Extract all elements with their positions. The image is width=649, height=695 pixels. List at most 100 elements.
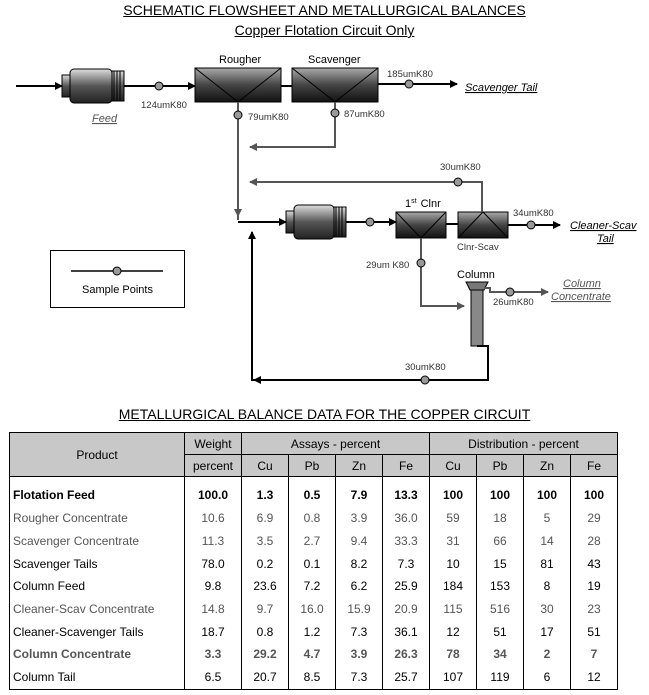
header-dist-fe: Fe — [569, 454, 619, 477]
row-value: 17 — [523, 620, 571, 644]
scavenger-tail-label: Scavenger Tail — [465, 82, 538, 94]
row-value: 100 — [476, 476, 524, 507]
sample-point-feed — [154, 81, 164, 91]
header-dist-zn: Zn — [523, 454, 571, 477]
sample-label-scav-tail: 185umK80 — [387, 69, 433, 80]
row-value: 30 — [523, 597, 571, 621]
scav-conc-line — [249, 102, 336, 151]
row-value: 78 — [429, 643, 477, 666]
row-value: 6.9 — [241, 507, 289, 530]
cleaner-cell — [395, 211, 447, 239]
header-assay-cu: Cu — [241, 454, 289, 477]
row-value: 36.0 — [382, 507, 430, 530]
row-value: 7.3 — [335, 620, 383, 644]
rougher-label: Rougher — [219, 54, 262, 66]
header-weight: Weight — [184, 432, 242, 455]
header-dist-pb: Pb — [476, 454, 524, 477]
row-value: 7 — [569, 643, 619, 666]
column-tail-line — [253, 345, 489, 384]
row-value: 7.9 — [335, 476, 383, 507]
row-value: 8.5 — [288, 665, 336, 690]
row-product: Cleaner-Scav Concentrate — [9, 597, 185, 621]
row-value: 1.2 — [288, 620, 336, 644]
row-value: 36.1 — [382, 620, 430, 644]
row-value: 34 — [476, 643, 524, 666]
row-value: 15.9 — [335, 597, 383, 621]
table-title: METALLURGICAL BALANCE DATA FOR THE COPPE… — [118, 406, 531, 422]
row-value: 9.4 — [335, 529, 383, 553]
sample-label-recycle-top: 30umK80 — [440, 162, 481, 173]
row-product: Column Feed — [9, 575, 185, 598]
row-value: 6.2 — [335, 575, 383, 598]
row-value: 8.2 — [335, 552, 383, 576]
header-distribution: Distribution - percent — [428, 432, 619, 455]
row-value: 0.1 — [288, 552, 336, 576]
row-value: 2 — [523, 643, 571, 666]
row-value: 18 — [476, 507, 524, 530]
row-value: 100 — [569, 476, 619, 507]
row-value: 7.3 — [335, 665, 383, 690]
row-value: 119 — [476, 665, 524, 690]
row-value: 23.6 — [241, 575, 289, 598]
row-value: 115 — [429, 597, 477, 621]
row-value: 51 — [569, 620, 619, 644]
row-value: 0.8 — [241, 620, 289, 644]
row-product: Cleaner-Scavenger Tails — [9, 620, 185, 644]
row-value: 8 — [523, 575, 571, 598]
row-value: 59 — [429, 507, 477, 530]
sample-label-column-tail: 30umK80 — [405, 362, 446, 373]
clnr-scav-cell — [457, 205, 509, 239]
row-value: 3.9 — [335, 507, 383, 530]
row-value: 78.0 — [184, 552, 242, 576]
sample-label-clnr-scav-tail: 34umK80 — [513, 208, 554, 219]
recycle-top-line — [249, 178, 483, 205]
row-product: Scavenger Tails — [9, 552, 185, 576]
sample-label-cleaner-conc: 29um K80 — [366, 260, 409, 271]
cleaner-scav-tail-label-2: Tail — [597, 233, 614, 245]
column-label: Column — [457, 269, 495, 281]
row-value: 10.6 — [184, 507, 242, 530]
balance-table: Product Weight Assays - percent Distribu… — [9, 432, 619, 690]
row-value: 9.7 — [241, 597, 289, 621]
row-value: 13.3 — [382, 476, 430, 507]
scavenger-cell — [291, 67, 379, 103]
row-value: 19 — [569, 575, 619, 598]
sample-point-scav-tail — [404, 79, 414, 89]
row-value: 184 — [429, 575, 477, 598]
row-value: 2.7 — [288, 529, 336, 553]
row-value: 9.8 — [184, 575, 242, 598]
row-value: 3.9 — [335, 643, 383, 666]
sample-label-feed: 124umK80 — [141, 100, 187, 111]
row-value: 7.3 — [382, 552, 430, 576]
sample-point-cleaner-conc — [416, 258, 426, 268]
sample-point-recycle-top — [453, 177, 463, 187]
row-value: 25.9 — [382, 575, 430, 598]
grinding-mill-2 — [285, 204, 347, 240]
row-value: 26.3 — [382, 643, 430, 666]
sample-point-column-tail — [420, 375, 430, 385]
sample-label-scav-conc: 87umK80 — [344, 109, 385, 120]
main-title: SCHEMATIC FLOWSHEET AND METALLURGICAL BA… — [123, 2, 526, 18]
header-assay-pb: Pb — [288, 454, 336, 477]
row-value: 1.3 — [241, 476, 289, 507]
row-value: 29.2 — [241, 643, 289, 666]
sub-title: Copper Flotation Circuit Only — [234, 22, 415, 38]
feed-label: Feed — [92, 113, 118, 125]
legend-label: Sample Points — [82, 284, 153, 296]
row-value: 23 — [569, 597, 619, 621]
row-value: 14 — [523, 529, 571, 553]
sample-label-rougher-conc: 79umK80 — [248, 112, 289, 123]
header-weight-unit: percent — [184, 454, 242, 477]
row-value: 100.0 — [184, 476, 242, 507]
row-value: 43 — [569, 552, 619, 576]
rougher-cell — [194, 67, 282, 103]
